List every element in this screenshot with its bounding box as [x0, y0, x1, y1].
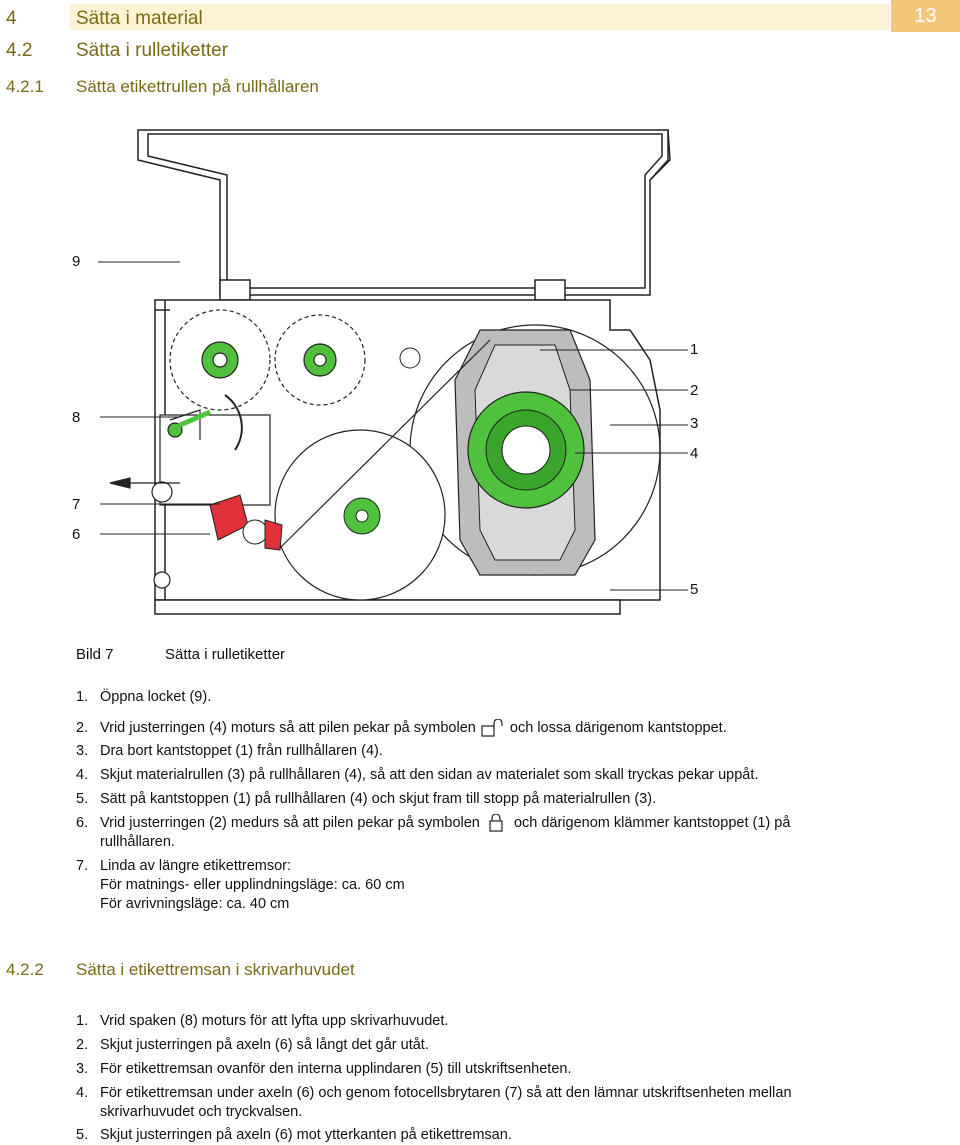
callout-3: 3 — [690, 415, 699, 432]
chapter-number: 4 — [6, 8, 17, 29]
list-item: 3.För etikettremsan ovanför den interna … — [76, 1061, 572, 1077]
unlock-icon — [481, 719, 503, 737]
gear-wheel-right — [274, 314, 366, 406]
subsection-number: 4.2.2 — [6, 960, 44, 979]
section-number: 4.2 — [6, 40, 33, 61]
header-band — [70, 4, 890, 30]
list-item: 6. Vrid justerringen (2) medurs så att p… — [76, 814, 791, 850]
list-item: 4.Skjut materialrullen (3) på rullhållar… — [76, 767, 759, 783]
subsection-title: Sätta etikettrullen på rullhållaren — [76, 77, 319, 96]
printer-diagram — [98, 129, 688, 615]
callout-1: 1 — [690, 341, 699, 358]
list-item: 7. Linda av längre etikettremsor: För ma… — [76, 858, 405, 912]
list-item: 2.Skjut justerringen på axeln (6) så lån… — [76, 1037, 429, 1053]
list-item: 1.Vrid spaken (8) moturs för att lyfta u… — [76, 1013, 449, 1029]
list-item: 2. Vrid justerringen (4) moturs så att p… — [76, 719, 727, 737]
list-item: 4. För etikettremsan under axeln (6) och… — [76, 1085, 792, 1120]
list-item: 5.Skjut justerringen på axeln (6) mot yt… — [76, 1127, 512, 1143]
lock-icon — [489, 814, 503, 832]
callout-7: 7 — [72, 496, 81, 513]
adjustment-ring-red — [209, 494, 283, 551]
figure-caption-label: Bild 7 — [76, 646, 114, 663]
rewinder-hub — [343, 497, 381, 535]
list-item: 5.Sätt på kantstoppen (1) på rullhållare… — [76, 791, 657, 807]
printer-lid — [137, 129, 671, 301]
list-item: 1.Öppna locket (9). — [76, 689, 212, 705]
subsection-title: Sätta i etikettremsan i skrivarhuvudet — [76, 960, 355, 979]
subsection-number: 4.2.1 — [6, 77, 44, 96]
callout-4: 4 — [690, 445, 699, 462]
roll-holder — [454, 329, 596, 576]
section-title: Sätta i rulletiketter — [76, 40, 229, 61]
gear-wheel-left — [169, 309, 271, 411]
chapter-title: Sätta i material — [76, 8, 203, 29]
callout-6: 6 — [72, 526, 81, 543]
chapter-header: 4 Sätta i material — [0, 4, 960, 30]
callout-5: 5 — [690, 581, 699, 598]
list-item: 3.Dra bort kantstoppet (1) från rullhåll… — [76, 743, 383, 759]
print-head-mechanism — [151, 394, 271, 589]
callout-2: 2 — [690, 382, 699, 399]
figure-caption-text: Sätta i rulletiketter — [165, 646, 286, 663]
label-path-lines — [109, 339, 491, 549]
page-number-badge: 13 — [891, 0, 960, 32]
callout-9: 9 — [72, 253, 81, 270]
callout-leaders — [98, 261, 688, 591]
callout-8: 8 — [72, 409, 81, 426]
